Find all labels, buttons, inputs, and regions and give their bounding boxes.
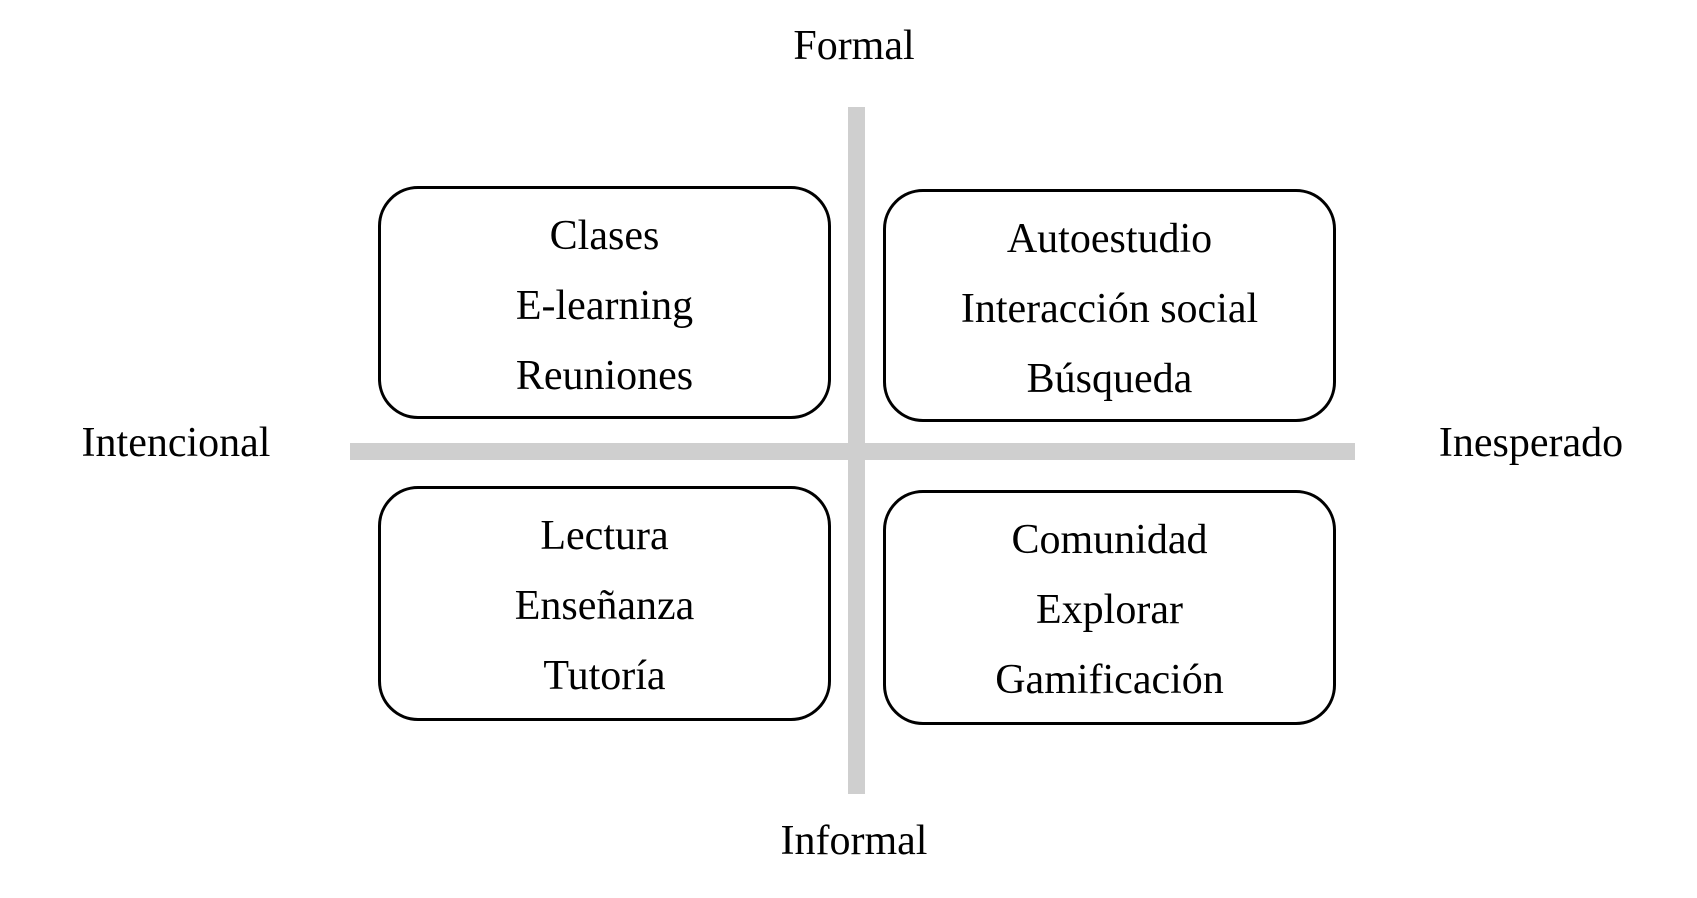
quadrant-item: Interacción social (960, 286, 1259, 332)
quadrant-item: Explorar (1036, 587, 1183, 633)
quadrant-item: Gamificación (995, 657, 1224, 703)
quadrant-item: Autoestudio (1006, 216, 1213, 262)
quadrant-item: Tutoría (543, 653, 666, 699)
axis-label-intencional: Intencional (81, 420, 271, 466)
quadrant-top-right: Autoestudio Interacción social Búsqueda (883, 189, 1336, 422)
quadrant-item: Lectura (540, 513, 669, 559)
quadrant-item: Búsqueda (1026, 356, 1193, 402)
quadrant-bottom-left: Lectura Enseñanza Tutoría (378, 486, 831, 721)
quadrant-item: Clases (549, 213, 660, 259)
quadrant-top-left: Clases E-learning Reuniones (378, 186, 831, 419)
axis-label-formal: Formal (793, 23, 915, 69)
quadrant-item: Enseñanza (514, 583, 695, 629)
quadrant-item: E-learning (515, 283, 694, 329)
axis-label-informal: Informal (780, 818, 928, 864)
quadrant-item: Comunidad (1011, 517, 1208, 563)
axis-label-inesperado: Inesperado (1438, 420, 1624, 466)
quadrant-bottom-right: Comunidad Explorar Gamificación (883, 490, 1336, 725)
quadrant-item: Reuniones (515, 353, 694, 399)
horizontal-axis-bar (350, 443, 1355, 460)
